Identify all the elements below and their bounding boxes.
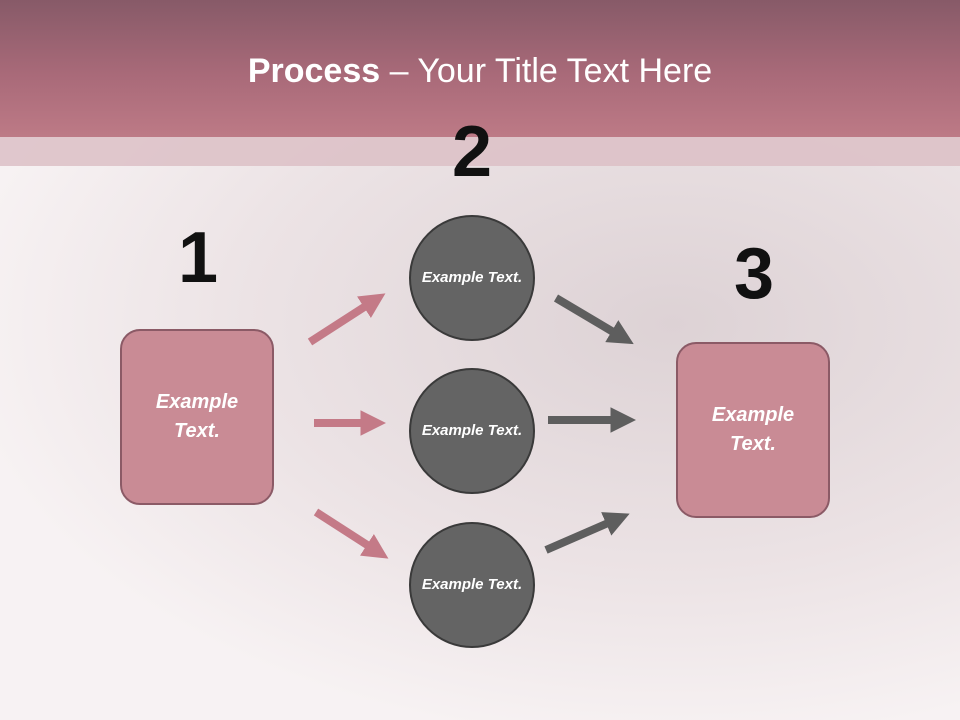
step-number-3: 3 bbox=[733, 234, 775, 314]
circle-middle: Example Text. bbox=[409, 368, 535, 494]
title-dash: – bbox=[380, 52, 418, 90]
circle-top: Example Text. bbox=[409, 215, 535, 341]
banner-stripe bbox=[0, 137, 960, 166]
title-banner bbox=[0, 0, 960, 137]
start-box: Example Text. bbox=[120, 329, 274, 505]
end-box: Example Text. bbox=[676, 342, 830, 518]
slide-title: Process – Your Title Text Here bbox=[0, 52, 960, 91]
step-number-2: 2 bbox=[451, 112, 493, 192]
title-rest: Your Title Text Here bbox=[417, 52, 713, 90]
arrow-top-to-right bbox=[553, 294, 634, 345]
title-bold: Process bbox=[247, 52, 381, 90]
arrow-left-to-bottom bbox=[313, 508, 389, 559]
circle-bottom: Example Text. bbox=[409, 522, 535, 648]
arrow-left-to-top bbox=[307, 293, 386, 346]
arrow-bottom-to-right bbox=[544, 512, 630, 554]
step-number-1: 1 bbox=[177, 218, 219, 298]
